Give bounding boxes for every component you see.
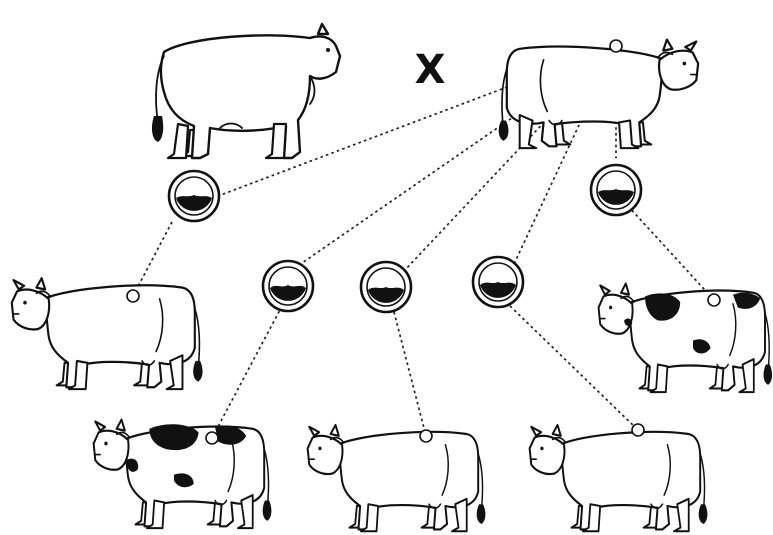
embryo-icon xyxy=(169,171,219,221)
cross-symbol: X xyxy=(408,40,452,100)
recipient-cow-left-icon xyxy=(12,278,203,389)
bull-icon xyxy=(152,24,340,158)
embryo-icon xyxy=(473,257,523,307)
recipient-cow-middle-icon xyxy=(308,425,486,531)
recipient-node xyxy=(708,294,720,306)
link-recipient-right xyxy=(628,206,714,300)
embryo-icon xyxy=(263,261,313,311)
embryo-icon xyxy=(591,165,641,215)
recipient-cow-spotted-right-icon xyxy=(599,284,772,393)
recipient-node xyxy=(420,430,432,442)
embryo-icon xyxy=(361,262,411,312)
recipient-node xyxy=(127,290,139,302)
link-recipient-middle-bottom xyxy=(394,312,426,436)
recipient-node xyxy=(632,424,644,436)
donor-node xyxy=(610,40,622,52)
recipient-cow-spotted-bottom-icon xyxy=(94,420,272,529)
donor-cow-icon xyxy=(499,40,698,149)
recipient-cow-right-bottom-icon xyxy=(530,425,708,531)
link-recipient-spotted-bottom xyxy=(212,306,282,438)
recipient-node xyxy=(206,432,218,444)
